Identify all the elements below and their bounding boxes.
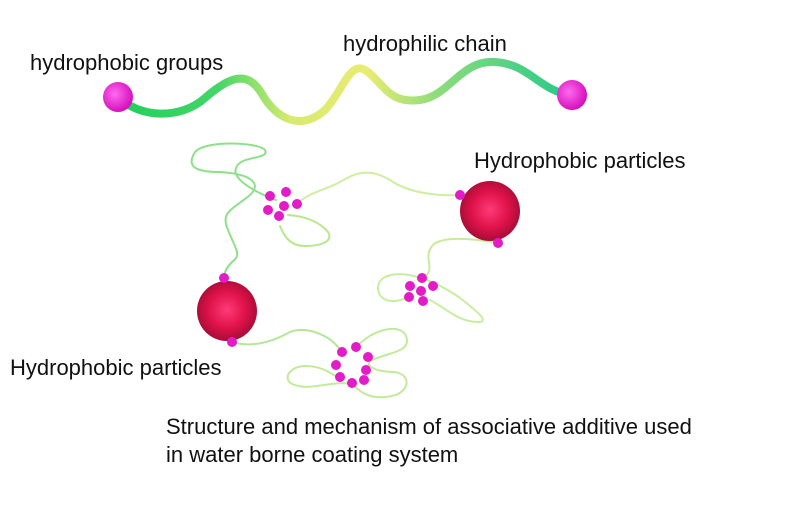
network-chain xyxy=(421,237,499,279)
network-chain xyxy=(190,142,277,279)
label-hydrophobic-particles-left: Hydrophobic particles xyxy=(10,355,222,380)
hydrophilic-chain xyxy=(114,57,576,125)
hydrophobic-cluster xyxy=(263,187,302,221)
label-hydrophobic-groups: hydrophobic groups xyxy=(30,50,224,75)
molecule-illustration xyxy=(103,57,587,125)
label-hydrophobic-particles-right: Hydrophobic particles xyxy=(474,148,686,173)
caption-line-2: in water borne coating system xyxy=(166,442,459,467)
network-chain xyxy=(377,273,484,323)
network-chain xyxy=(295,171,461,205)
network-chain xyxy=(279,214,331,247)
hydrophobic-group-left xyxy=(103,82,133,112)
hydrophobic-group-right xyxy=(557,80,587,110)
hydrophobic-cluster xyxy=(331,342,373,388)
polymer-network xyxy=(190,142,499,399)
caption-line-1: Structure and mechanism of associative a… xyxy=(166,414,692,439)
figure-caption: Structure and mechanism of associative a… xyxy=(166,413,796,469)
particle-right xyxy=(455,181,520,248)
particle-left xyxy=(197,273,257,347)
network-chain xyxy=(286,327,408,399)
hydrophobic-cluster xyxy=(404,273,438,306)
network-chain xyxy=(231,329,343,353)
label-hydrophilic-chain: hydrophilic chain xyxy=(343,31,507,56)
